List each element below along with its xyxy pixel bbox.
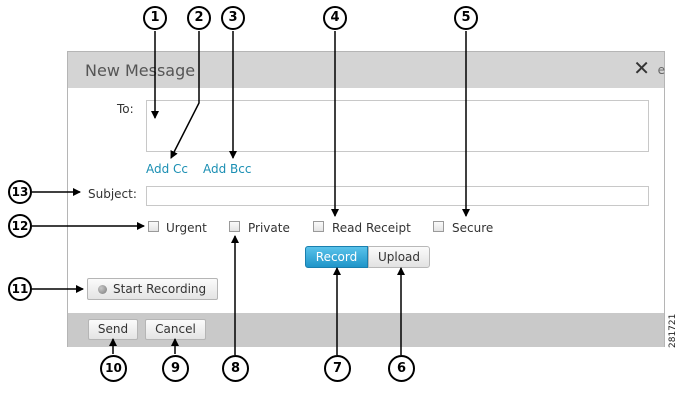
callout-7: 7	[324, 355, 351, 382]
to-field[interactable]	[146, 100, 649, 152]
secure-checkbox[interactable]	[433, 221, 444, 232]
record-tab[interactable]: Record	[305, 246, 368, 268]
new-message-dialog: New Message ✕ e To: Add Cc Add Bcc Subje…	[67, 51, 665, 347]
dialog-title: New Message	[85, 61, 196, 80]
cancel-button[interactable]: Cancel	[145, 319, 206, 340]
start-recording-label: Start Recording	[113, 282, 207, 296]
callout-3: 3	[221, 6, 245, 30]
dialog-body: To: Add Cc Add Bcc Subject: Urgent Priva…	[68, 88, 664, 313]
to-label: To:	[117, 102, 134, 116]
secure-label: Secure	[452, 221, 494, 235]
dialog-footer: Send Cancel	[68, 313, 664, 347]
callout-9: 9	[162, 355, 189, 382]
callout-2: 2	[187, 6, 211, 30]
add-bcc-link[interactable]: Add Bcc	[203, 162, 252, 176]
callout-11: 11	[8, 277, 32, 301]
callout-8: 8	[222, 355, 249, 382]
urgent-label: Urgent	[166, 221, 207, 235]
add-cc-link[interactable]: Add Cc	[146, 162, 189, 176]
close-icon[interactable]: ✕	[633, 56, 650, 80]
callout-4: 4	[323, 6, 347, 30]
read-receipt-checkbox[interactable]	[313, 221, 324, 232]
private-checkbox[interactable]	[229, 221, 240, 232]
upload-tab[interactable]: Upload	[368, 246, 430, 268]
arrow-2	[170, 31, 200, 159]
subject-field[interactable]	[146, 186, 649, 206]
start-recording-button[interactable]: Start Recording	[87, 278, 218, 300]
callout-10: 10	[100, 355, 127, 382]
callout-12: 12	[8, 214, 32, 238]
cropped-edge-text: e	[657, 63, 665, 77]
dialog-titlebar[interactable]: New Message ✕ e	[68, 52, 665, 88]
callout-5: 5	[454, 6, 478, 30]
urgent-checkbox[interactable]	[148, 221, 159, 232]
record-dot-icon	[98, 285, 107, 294]
callout-1: 1	[143, 6, 167, 30]
callout-13: 13	[8, 180, 32, 204]
read-receipt-label: Read Receipt	[332, 221, 411, 235]
callout-6: 6	[388, 355, 415, 382]
figure-id: 281721	[668, 313, 678, 348]
subject-label: Subject:	[88, 187, 137, 201]
private-label: Private	[248, 221, 290, 235]
